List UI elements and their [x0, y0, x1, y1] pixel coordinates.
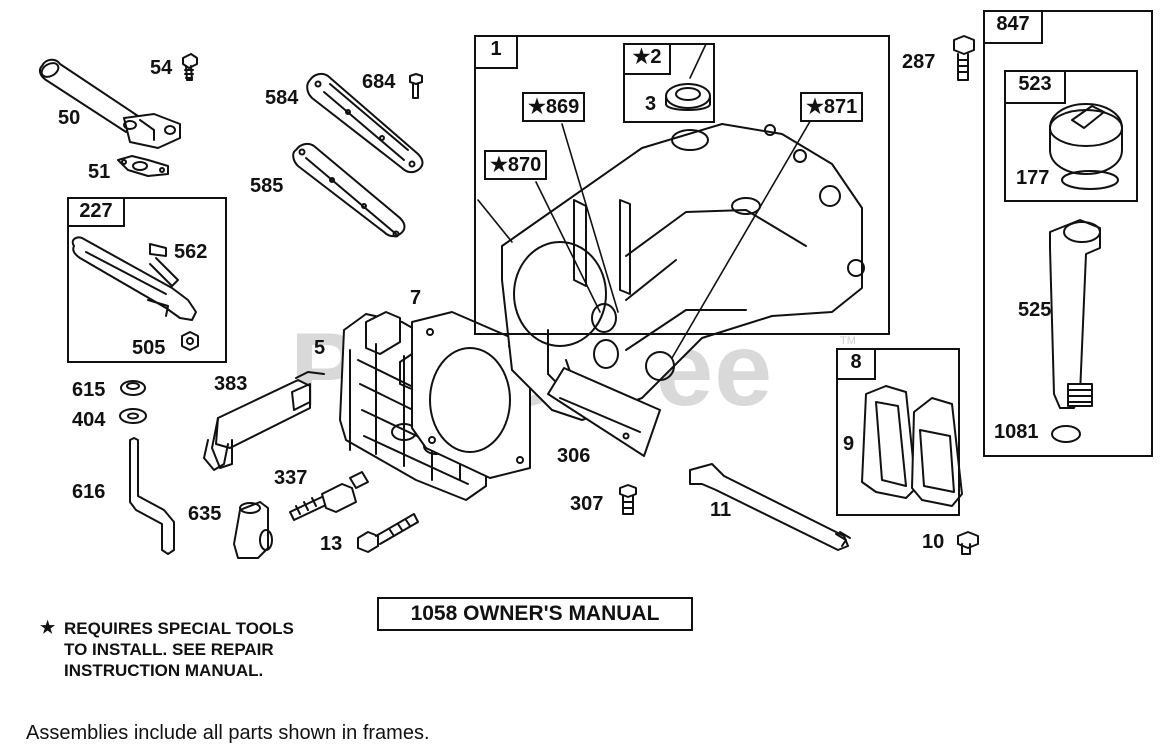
part-label-10: 10 — [922, 531, 945, 553]
muffler-383-icon — [203, 371, 325, 471]
special-tools-note-line-1: REQUIRES SPECIAL TOOLS — [64, 619, 294, 638]
part-label-13: 13 — [320, 533, 343, 555]
part-label-3: 3 — [645, 93, 657, 115]
flag-869: ★869 — [522, 92, 586, 122]
seal-615-icon — [120, 380, 146, 396]
part-label-51: 51 — [88, 161, 111, 183]
dipstick-525-icon — [1049, 219, 1101, 409]
part-label-306: 306 — [557, 445, 591, 467]
part-label-635: 635 — [188, 503, 222, 525]
special-tools-note-line-2: TO INSTALL. SEE REPAIR — [64, 640, 274, 659]
part-label-307: 307 — [570, 493, 604, 515]
frame-gasket-set-8 — [836, 348, 960, 516]
footer-note: Assemblies include all parts shown in fr… — [26, 722, 430, 744]
bolt-13-icon — [357, 513, 419, 553]
screw-54-icon — [182, 53, 198, 81]
owners-manual-label: 1058 OWNER'S MANUAL — [377, 597, 693, 631]
elbow-635-icon — [233, 501, 273, 559]
part-label-404: 404 — [72, 409, 106, 431]
frame-governor-link — [67, 197, 227, 363]
part-label-616: 616 — [72, 481, 106, 503]
frame-tag-8: 8 — [836, 348, 876, 380]
gasket-51-icon — [117, 155, 169, 177]
bolt-287-icon — [953, 35, 975, 81]
washer-404-icon — [119, 408, 147, 424]
gasket-585-icon — [292, 142, 406, 238]
frame-tag-523: 523 — [1004, 70, 1066, 104]
breather-cover-icon — [911, 397, 963, 507]
head-gasket-7-icon — [411, 311, 531, 479]
governor-link-227-icon — [71, 236, 199, 351]
screw-307-icon — [619, 484, 637, 515]
part-label-177: 177 — [1016, 167, 1050, 189]
flag-871: ★871 — [800, 92, 864, 122]
part-label-585: 585 — [250, 175, 284, 197]
flag-870: ★870 — [484, 150, 548, 180]
frame-dipstick-assembly — [983, 10, 1153, 457]
screw-684-icon — [409, 73, 423, 99]
oil-seal-3-icon — [665, 83, 711, 111]
part-label-525: 525 — [1018, 299, 1052, 321]
part-label-9: 9 — [843, 433, 855, 455]
governor-rod-616-icon — [129, 437, 175, 555]
part-label-287: 287 — [902, 51, 936, 73]
gasket-306-icon — [547, 367, 661, 457]
o-ring-177-icon — [1061, 170, 1119, 190]
frame-dipstick-cap — [1004, 70, 1138, 202]
part-label-337: 337 — [274, 467, 308, 489]
gasket-9-icon — [861, 385, 917, 499]
cylinder-block-1-icon — [501, 123, 865, 431]
part-label-584: 584 — [265, 87, 299, 109]
frame-cylinder-assembly — [474, 35, 890, 335]
special-tools-note-line-3: INSTRUCTION MANUAL. — [64, 661, 264, 680]
frame-tag-1: 1 — [474, 35, 518, 69]
part-label-1081: 1081 — [994, 421, 1039, 443]
part-label-562: 562 — [174, 241, 208, 263]
part-label-615: 615 — [72, 379, 106, 401]
dipstick-tube-11-icon — [689, 463, 851, 551]
spark-plug-337-icon — [289, 471, 369, 521]
part-label-505: 505 — [132, 337, 166, 359]
part-label-50: 50 — [58, 107, 81, 129]
frame-tag-227: 227 — [67, 197, 125, 227]
part-label-11: 11 — [710, 499, 732, 521]
special-tools-star: ★ — [40, 618, 56, 637]
frame-tag-847: 847 — [983, 10, 1043, 44]
leader-lines — [477, 43, 813, 359]
screw-10-icon — [957, 531, 979, 555]
breather-tube-50-icon — [38, 58, 181, 149]
part-label-7: 7 — [410, 287, 422, 309]
part-label-684: 684 — [362, 71, 396, 93]
part-label-383: 383 — [214, 373, 248, 395]
valve-cover-584-icon — [306, 72, 424, 174]
dipstick-cap-523-icon — [1049, 103, 1123, 175]
o-ring-1081-icon — [1051, 425, 1081, 443]
part-label-54: 54 — [150, 57, 173, 79]
watermark-trademark: TM — [840, 335, 856, 347]
frame-tag-2: ★2 — [623, 43, 671, 75]
part-label-5: 5 — [314, 337, 326, 359]
